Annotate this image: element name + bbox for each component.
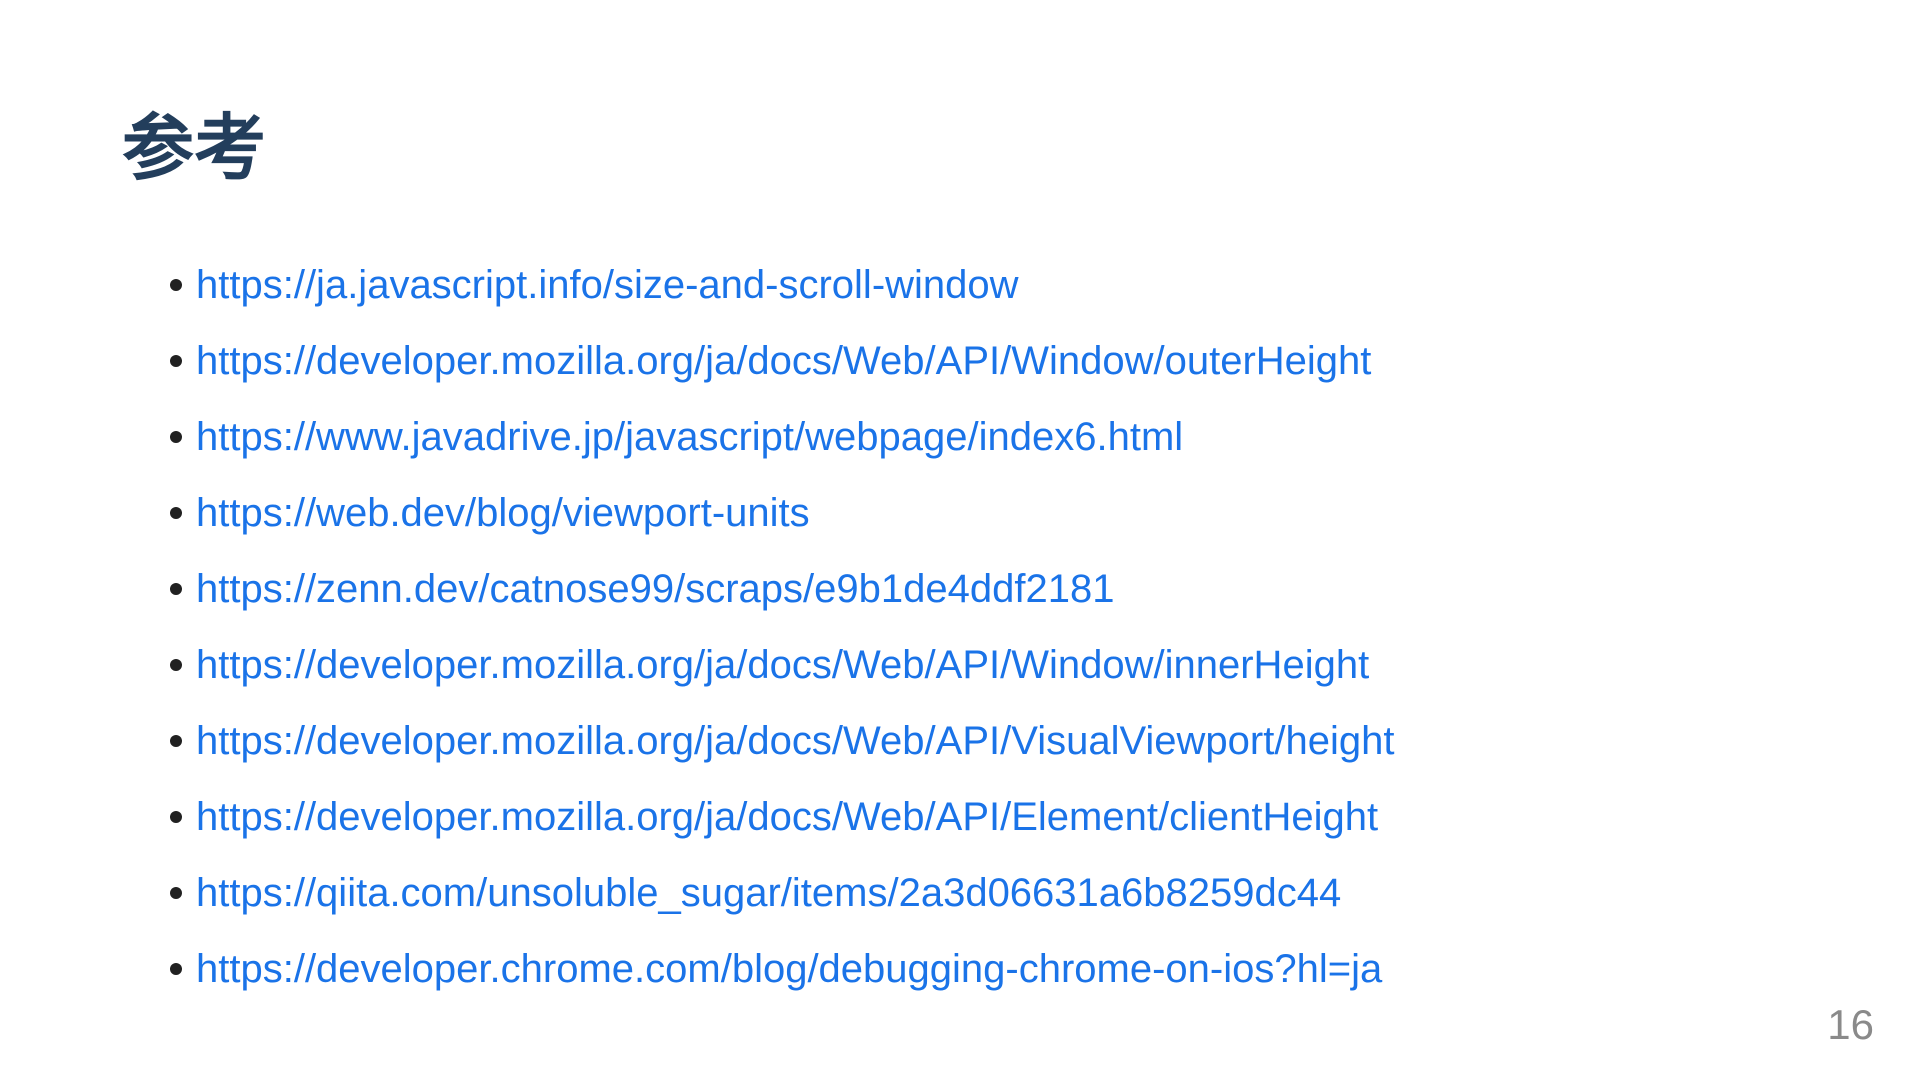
bullet-icon (170, 507, 182, 519)
bullet-icon (170, 887, 182, 899)
page-title: 参考 (122, 109, 267, 189)
reference-link[interactable]: https://developer.mozilla.org/ja/docs/We… (196, 339, 1372, 383)
reference-list: https://ja.javascript.info/size-and-scro… (170, 247, 1395, 1007)
reference-list-item: https://developer.chrome.com/blog/debugg… (170, 931, 1394, 1007)
reference-list-item: https://qiita.com/unsoluble_sugar/items/… (170, 855, 1394, 931)
bullet-icon (170, 963, 182, 975)
reference-link[interactable]: https://ja.javascript.info/size-and-scro… (196, 263, 1019, 307)
reference-list-item: https://developer.mozilla.org/ja/docs/We… (170, 627, 1394, 703)
reference-list-item: https://developer.mozilla.org/ja/docs/We… (170, 703, 1395, 779)
reference-link[interactable]: https://www.javadrive.jp/javascript/webp… (196, 415, 1184, 459)
reference-link[interactable]: https://developer.mozilla.org/ja/docs/We… (196, 719, 1395, 763)
reference-list-item: https://ja.javascript.info/size-and-scro… (170, 247, 1394, 323)
reference-link[interactable]: https://web.dev/blog/viewport-units (196, 491, 810, 535)
page-number: 16 (1827, 1001, 1874, 1048)
reference-list-item: https://zenn.dev/catnose99/scraps/e9b1de… (170, 551, 1394, 627)
reference-link[interactable]: https://developer.chrome.com/blog/debugg… (196, 947, 1383, 991)
reference-list-item: https://developer.mozilla.org/ja/docs/We… (170, 779, 1394, 855)
bullet-icon (170, 735, 182, 747)
reference-list-item: https://developer.mozilla.org/ja/docs/We… (170, 323, 1394, 399)
reference-list-item: https://web.dev/blog/viewport-units (170, 475, 1394, 551)
reference-link[interactable]: https://qiita.com/unsoluble_sugar/items/… (196, 871, 1342, 915)
bullet-icon (170, 431, 182, 443)
reference-link[interactable]: https://zenn.dev/catnose99/scraps/e9b1de… (196, 567, 1115, 611)
reference-link[interactable]: https://developer.mozilla.org/ja/docs/We… (196, 795, 1379, 839)
bullet-icon (170, 811, 182, 823)
reference-link[interactable]: https://developer.mozilla.org/ja/docs/We… (196, 643, 1370, 687)
reference-list-item: https://www.javadrive.jp/javascript/webp… (170, 399, 1394, 475)
bullet-icon (170, 659, 182, 671)
bullet-icon (170, 279, 182, 291)
bullet-icon (170, 355, 182, 367)
bullet-icon (170, 583, 182, 595)
